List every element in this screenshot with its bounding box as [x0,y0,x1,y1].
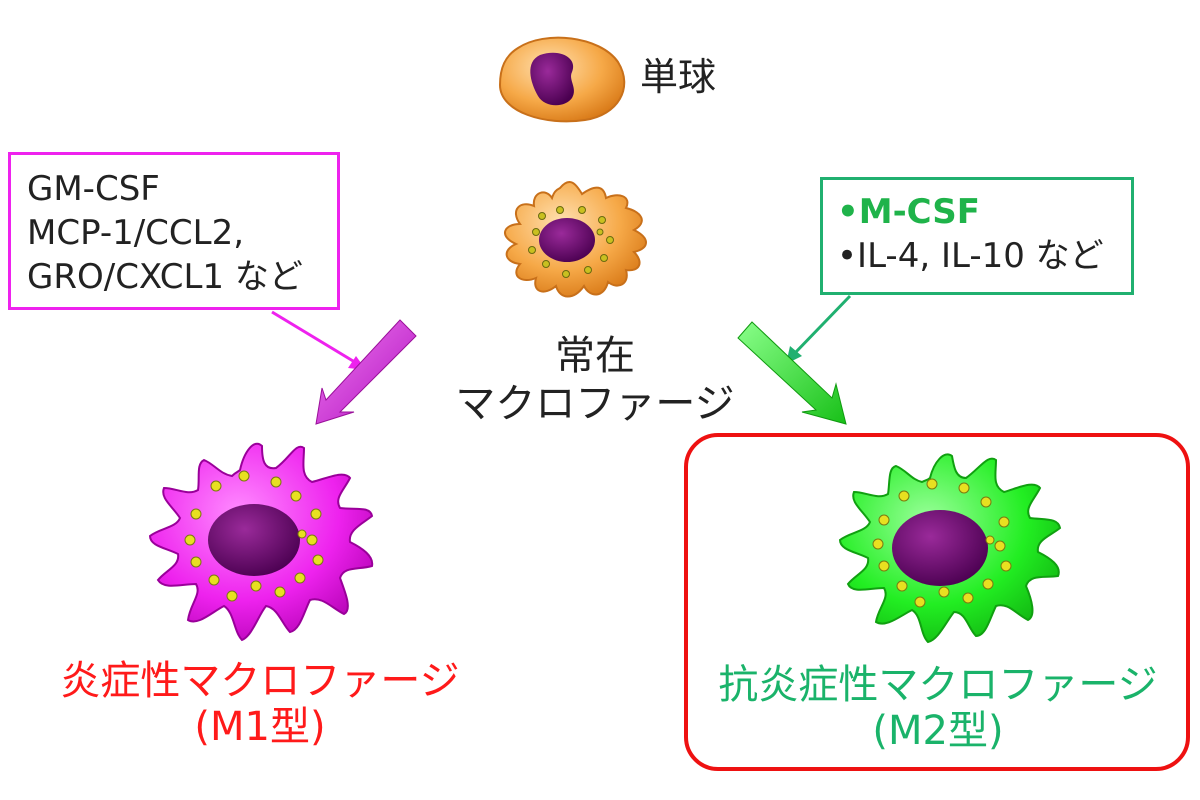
m2-factors-box: •M-CSF •IL-4, IL-10 など [820,177,1134,295]
m1-label-line2: (M1型) [194,704,326,750]
m2-macrophage-label: 抗炎症性マクロファージ (M2型) [690,662,1186,754]
m2-connector [786,294,852,364]
m2-factor-line: •M-CSF [837,192,980,232]
m1-arrow [315,319,417,425]
monocyte-cell [498,36,626,123]
m1-connector [271,310,366,370]
monocyte-label: 単球 [640,55,717,99]
m1-factor-line: GRO/CXCL1 など [27,257,303,297]
m1-macrophage-cell [148,442,374,642]
m1-label-line1: 炎症性マクロファージ [60,658,460,704]
m1-factor-line: GM-CSF [27,169,160,209]
m2-highlight-frame [684,433,1190,771]
m2-arrow [737,321,847,425]
m1-factor-line: MCP-1/CCL2, [27,213,245,253]
m1-factors-box: GM-CSF MCP-1/CCL2, GRO/CXCL1 など [8,152,340,310]
m1-macrophage-label: 炎症性マクロファージ (M1型) [20,658,500,750]
resident-label-line1: 常在 [555,333,635,379]
m2-factor-line: •IL-4, IL-10 など [837,236,1104,276]
resident-macrophage-label: 常在 マクロファージ [400,332,790,428]
m2-label-line1: 抗炎症性マクロファージ [718,662,1158,708]
resident-macrophage-cell [504,181,647,298]
resident-label-line2: マクロファージ [455,381,735,427]
m2-macrophage-cell [838,453,1062,644]
m2-label-line2: (M2型) [872,708,1004,754]
